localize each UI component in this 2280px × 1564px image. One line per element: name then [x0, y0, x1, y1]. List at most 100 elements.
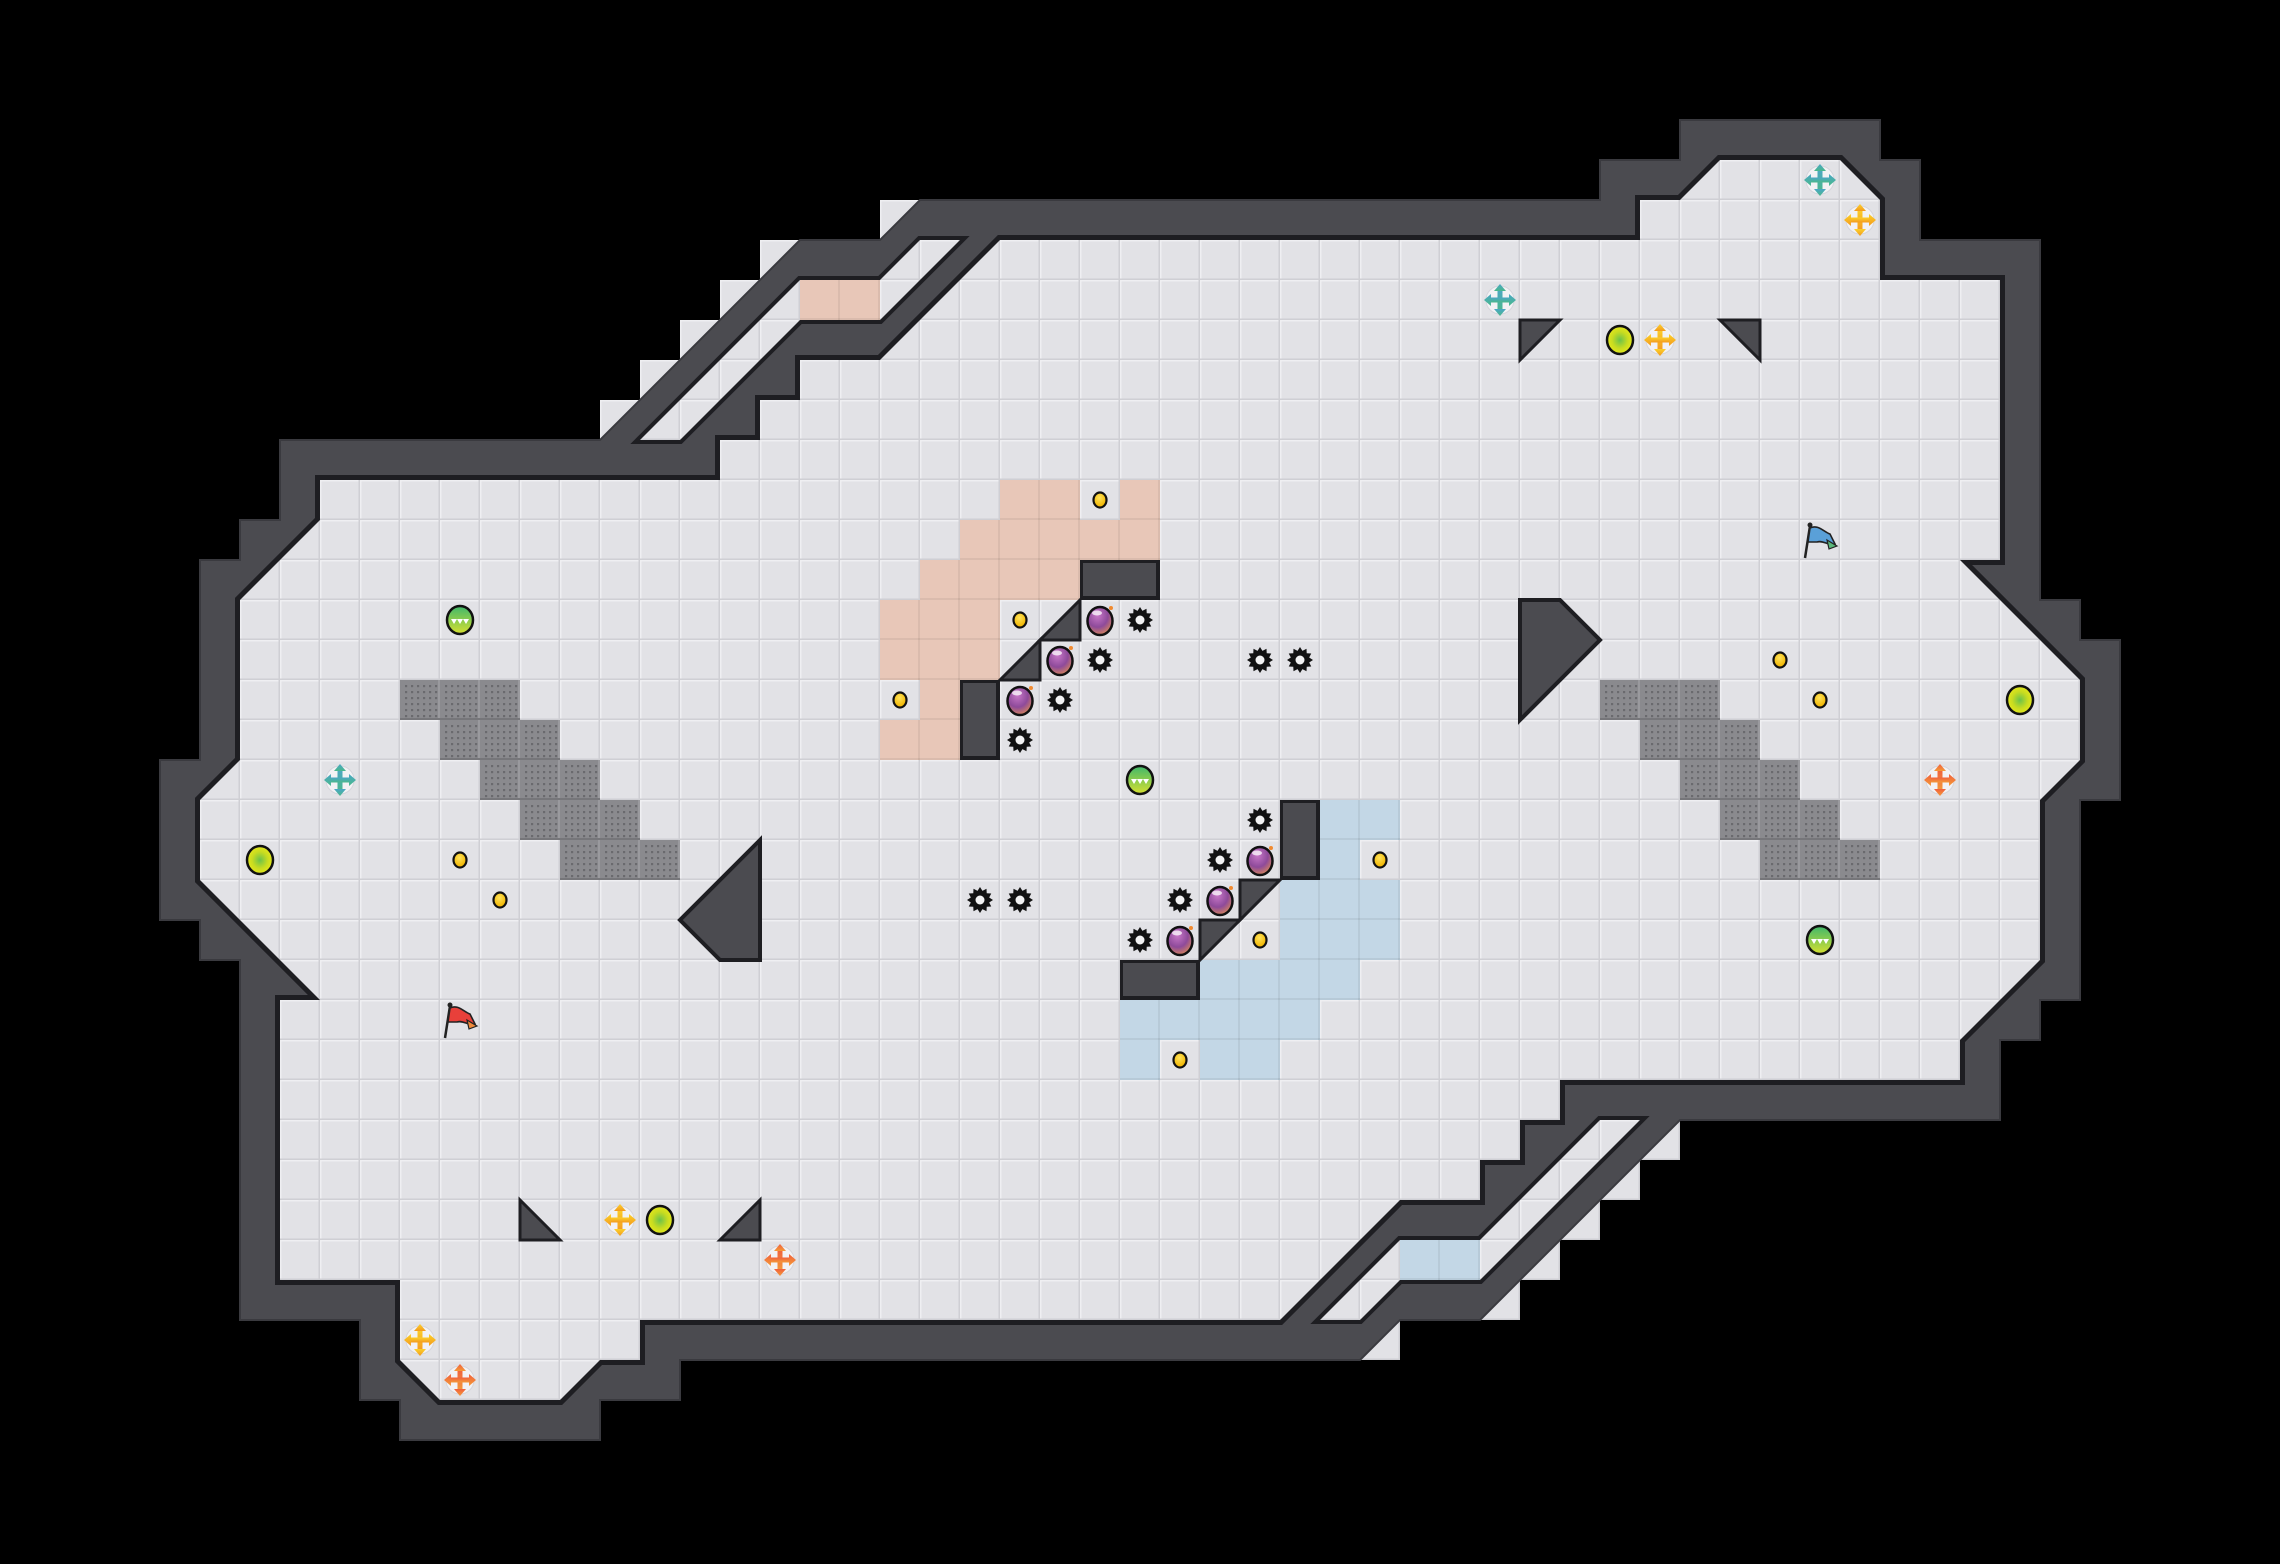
mesh-tile [600, 800, 640, 840]
mesh-tile [520, 720, 560, 760]
mine-center [1215, 855, 1225, 865]
peach-tile [880, 720, 920, 760]
exit-switch-icon[interactable] [1605, 324, 1635, 356]
spiked-mine-icon [1247, 647, 1273, 673]
peach-tile [1120, 480, 1160, 520]
blue-tile-edge [1200, 1038, 1240, 1040]
four-way-arrow-icon[interactable] [1924, 764, 1956, 796]
red-flag-icon[interactable] [443, 1002, 479, 1039]
arrow-h [769, 1257, 791, 1263]
gold-coin-icon[interactable] [1252, 931, 1268, 949]
four-way-arrow-icon[interactable] [1484, 284, 1516, 316]
blue-tile-edge [1238, 1040, 1240, 1080]
peach-tile [1000, 560, 1040, 600]
gold-coin-icon[interactable] [892, 691, 908, 709]
four-way-arrow-icon[interactable] [444, 1364, 476, 1396]
gold-coin-icon[interactable] [1012, 611, 1028, 629]
blue-tile [1280, 1000, 1320, 1040]
gold-coin-icon[interactable] [452, 851, 468, 869]
arrow-h [1929, 777, 1951, 783]
peach-tile-edge [960, 638, 1000, 640]
four-way-arrow-icon[interactable] [764, 1244, 796, 1276]
blue-tile [1280, 920, 1320, 960]
bomb-shine [1092, 610, 1102, 616]
blue-tile-edge [1198, 1000, 1200, 1040]
drone-tooth [1131, 779, 1137, 784]
peach-tile-edge [958, 640, 960, 680]
four-way-arrow-icon[interactable] [1804, 164, 1836, 196]
peach-tile-edge [918, 720, 920, 760]
four-way-arrow-icon[interactable] [324, 764, 356, 796]
peach-tile-edge [1078, 480, 1080, 520]
spiked-mine-icon [1167, 887, 1193, 913]
arrow-down [1654, 349, 1666, 356]
gold-coin-icon[interactable] [1812, 691, 1828, 709]
mine-center [1175, 895, 1185, 905]
mesh-tile [1760, 800, 1800, 840]
slope-tile [1238, 878, 1284, 924]
drone-icon [1805, 924, 1835, 956]
blue-flag-icon[interactable] [1803, 522, 1839, 559]
slope-tile [1198, 918, 1244, 964]
four-way-arrow-icon[interactable] [1644, 324, 1676, 356]
blue-tile-edge [1318, 880, 1320, 920]
blue-tile [1320, 920, 1360, 960]
mine-center [1135, 615, 1145, 625]
arrow-down [454, 1389, 466, 1396]
peach-tile [960, 520, 1000, 560]
four-way-arrow-icon[interactable] [1844, 204, 1876, 236]
exit-switch-icon[interactable] [645, 1204, 675, 1236]
blue-tile-edge [1278, 1000, 1280, 1040]
arrow-down [1934, 789, 1946, 796]
bomb-icon [1246, 845, 1274, 877]
mine-center [1095, 655, 1105, 665]
exit-switch-icon[interactable] [2005, 684, 2035, 716]
peach-tile-edge [958, 560, 960, 600]
mine-center [1255, 655, 1265, 665]
arrow-up [1854, 204, 1866, 211]
arrow-up [454, 1364, 466, 1371]
blue-tile [1120, 1000, 1160, 1040]
bomb-icon [1046, 645, 1074, 677]
blue-tile [1320, 960, 1360, 1000]
mesh-tile [400, 680, 440, 720]
peach-tile-edge [1040, 598, 1080, 600]
gold-coin-icon[interactable] [1772, 651, 1788, 669]
exit-switch-icon[interactable] [245, 844, 275, 876]
blue-tile-edge [1200, 1078, 1240, 1080]
four-way-arrow-icon[interactable] [604, 1204, 636, 1236]
drone-tooth [463, 619, 469, 624]
blue-tile [1440, 1240, 1480, 1280]
gold-coin-icon[interactable] [1372, 851, 1388, 869]
block-top-horizontal-face [1083, 563, 1156, 596]
peach-tile-edge [998, 560, 1000, 600]
peach-tile-edge [1120, 558, 1160, 560]
drone-icon [1125, 764, 1155, 796]
arrow-up [1934, 764, 1946, 771]
peach-tile [880, 600, 920, 640]
blue-tile-edge [1318, 960, 1320, 1000]
peach-tile-edge [1000, 558, 1040, 560]
drone-tooth [1811, 939, 1817, 944]
blue-tile-edge [1320, 838, 1360, 840]
gold-coin-icon[interactable] [1092, 491, 1108, 509]
four-way-arrow-icon[interactable] [404, 1324, 436, 1356]
drone-icon [445, 604, 475, 636]
gold-coin-icon[interactable] [492, 891, 508, 909]
flag-cloth [1807, 526, 1837, 546]
slope-tile [996, 636, 1042, 682]
mesh-tile [440, 720, 480, 760]
peach-tile-edge [838, 280, 840, 320]
spiked-mine-icon [1207, 847, 1233, 873]
arrow-right [349, 774, 356, 786]
peach-tile-edge [878, 280, 880, 320]
arrow-h [609, 1217, 631, 1223]
spiked-mine-icon [1047, 687, 1073, 713]
peach-tile [1040, 560, 1080, 600]
bomb-icon [1206, 885, 1234, 917]
peach-tile [1120, 520, 1160, 560]
blue-tile [1240, 1000, 1280, 1040]
blue-tile-edge [1358, 960, 1360, 1000]
gold-coin-icon[interactable] [1172, 1051, 1188, 1069]
